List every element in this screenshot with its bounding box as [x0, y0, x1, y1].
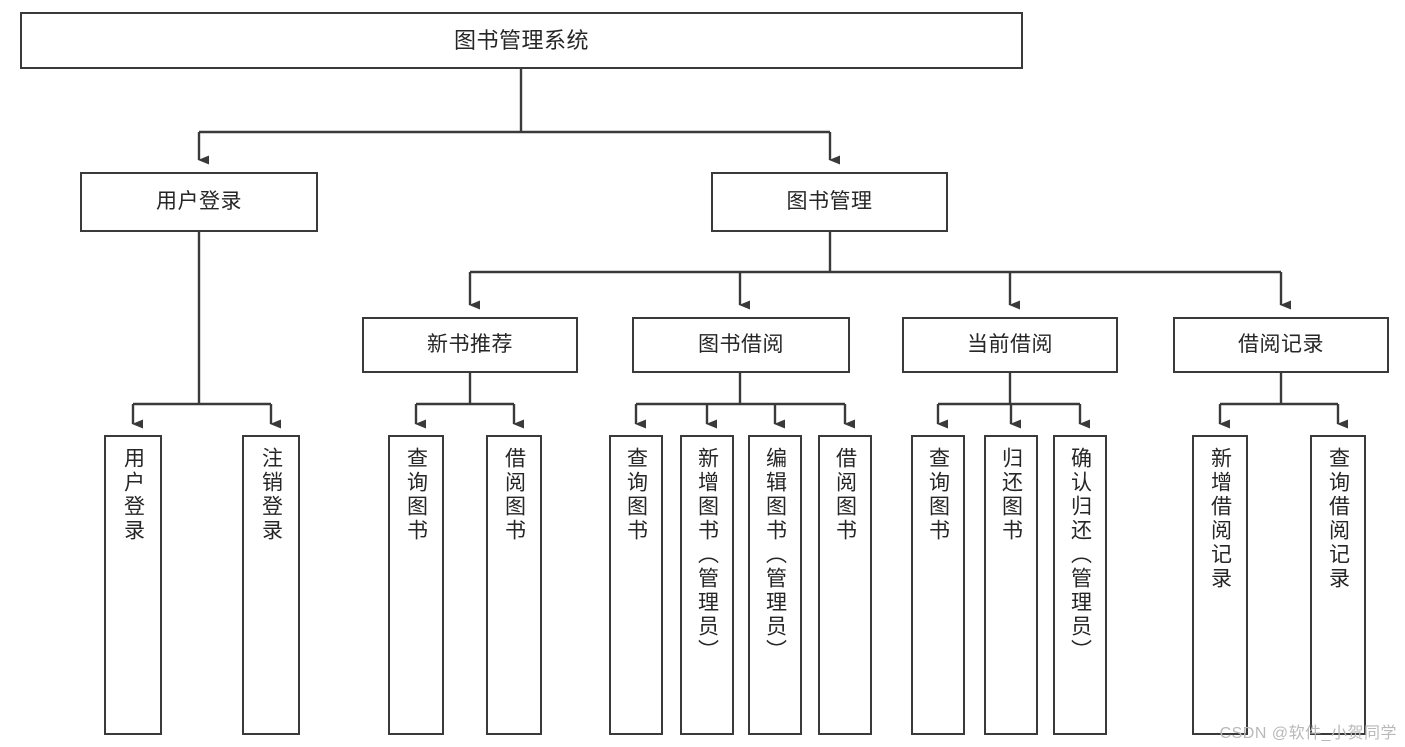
node-label: 借阅图书	[833, 447, 857, 543]
edge-root-to-level2	[197, 69, 840, 165]
leaf-query-book-borrow[interactable]: 查询图书	[609, 435, 663, 735]
node-label: 用户登录	[156, 189, 242, 213]
csdn-watermark: CSDN @软件_小贺同学	[1219, 725, 1397, 742]
node-label: 查询图书	[624, 447, 648, 543]
node-current-borrow[interactable]: 当前借阅	[902, 317, 1118, 373]
leaf-query-borrow-record[interactable]: 查询借阅记录	[1310, 435, 1366, 735]
node-new-book-recommend[interactable]: 新书推荐	[362, 317, 578, 373]
leaf-query-book-current[interactable]: 查询图书	[911, 435, 965, 735]
node-label: 借阅记录	[1238, 332, 1324, 356]
leaf-edit-book-admin[interactable]: 编辑图书（管理员）	[748, 435, 802, 735]
node-label: 新书推荐	[427, 332, 513, 356]
leaf-add-borrow-record[interactable]: 新增借阅记录	[1192, 435, 1248, 735]
leaf-add-book-admin[interactable]: 新增图书（管理员）	[680, 435, 734, 735]
leaf-user-logout[interactable]: 注销登录	[242, 435, 300, 735]
edge-record-to-leaves	[1218, 373, 1348, 429]
leaf-borrow-book[interactable]: 借阅图书	[818, 435, 872, 735]
node-user-login-module[interactable]: 用户登录	[80, 172, 318, 232]
node-label: 确认归还（管理员）	[1068, 447, 1092, 663]
edge-current-to-leaves	[936, 373, 1090, 429]
node-label: 查询图书	[926, 447, 950, 543]
node-label: 借阅图书	[502, 447, 526, 543]
node-root-system[interactable]: 图书管理系统	[20, 12, 1023, 69]
node-label: 当前借阅	[967, 332, 1053, 356]
node-borrow-record[interactable]: 借阅记录	[1173, 317, 1389, 373]
node-book-borrow[interactable]: 图书借阅	[632, 317, 850, 373]
leaf-return-book[interactable]: 归还图书	[984, 435, 1038, 735]
leaf-query-book-recommend[interactable]: 查询图书	[388, 435, 444, 735]
leaf-confirm-return-admin[interactable]: 确认归还（管理员）	[1053, 435, 1107, 735]
node-label: 查询借阅记录	[1326, 447, 1350, 591]
leaf-user-login[interactable]: 用户登录	[104, 435, 162, 735]
node-label: 图书管理	[786, 189, 873, 213]
node-label: 归还图书	[999, 447, 1023, 543]
node-label: 编辑图书（管理员）	[763, 447, 787, 663]
node-book-management-module[interactable]: 图书管理	[711, 172, 948, 232]
node-label: 注销登录	[259, 447, 283, 543]
edge-bookmgmt-to-level3	[468, 232, 1291, 310]
node-label: 查询图书	[404, 447, 428, 543]
node-label: 图书管理系统	[453, 27, 589, 53]
leaf-borrow-book-recommend[interactable]: 借阅图书	[486, 435, 542, 735]
node-label: 图书借阅	[698, 332, 784, 356]
node-label: 新增图书（管理员）	[695, 447, 719, 663]
edge-newbook-to-leaves	[414, 373, 524, 429]
edge-borrow-to-leaves	[634, 373, 855, 429]
node-label: 用户登录	[121, 447, 145, 543]
edge-userlogin-to-leaves	[131, 232, 281, 429]
node-label: 新增借阅记录	[1208, 447, 1232, 591]
